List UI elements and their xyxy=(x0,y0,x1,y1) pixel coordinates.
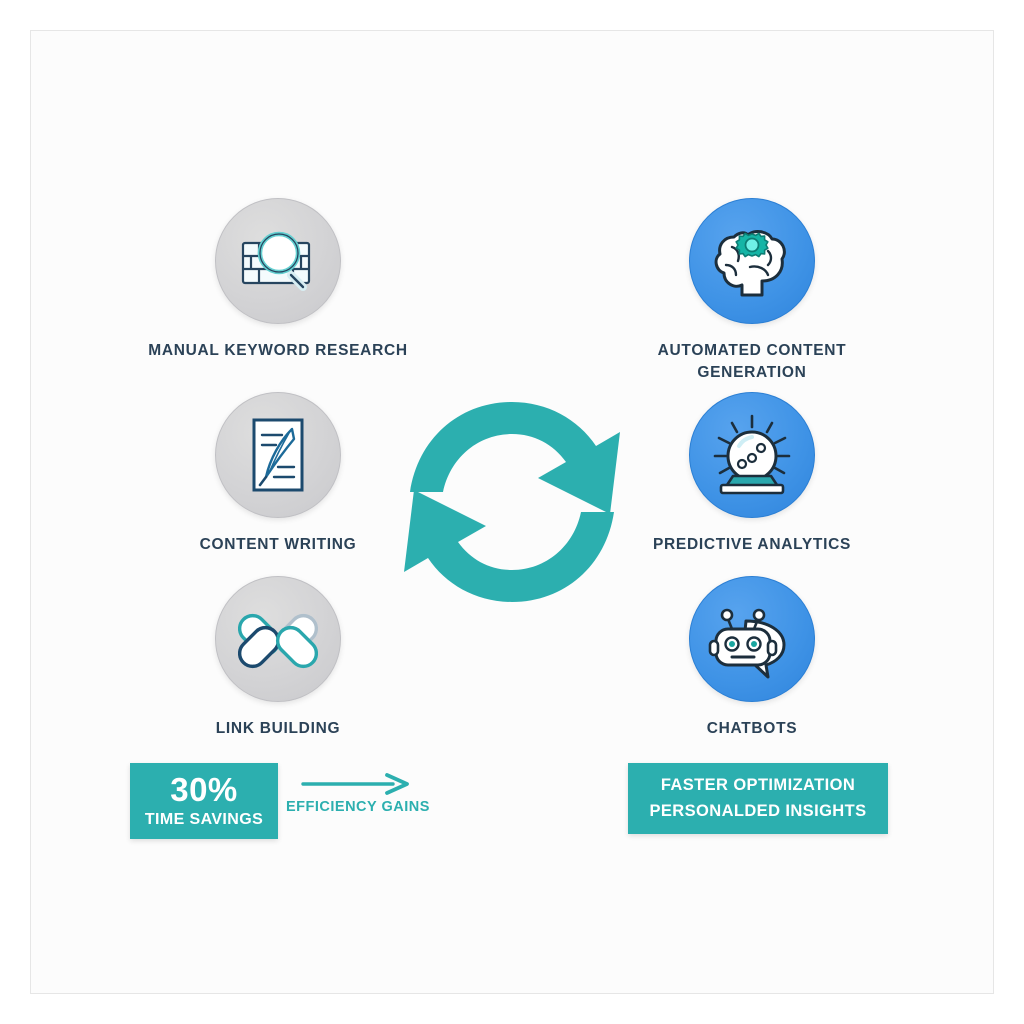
icon-bubble-gray xyxy=(215,576,341,702)
efficiency-gains-label: EFFICIENCY GAINS xyxy=(286,799,430,815)
chain-links-icon xyxy=(238,599,318,679)
cyclical-transformation-arrows-icon xyxy=(396,392,628,612)
item-label: AUTOMATED CONTENT GENERATION xyxy=(657,342,847,382)
efficiency-gains-group: EFFICIENCY GAINS xyxy=(286,773,430,815)
item-label: PREDICTIVE ANALYTICS xyxy=(652,536,852,553)
quill-document-icon xyxy=(244,415,312,495)
item-label: CHATBOTS xyxy=(706,720,798,737)
robot-chat-bubble-icon xyxy=(708,599,796,679)
item-automated-content-generation[interactable]: AUTOMATED CONTENT GENERATION xyxy=(622,198,882,385)
stat-label: TIME SAVINGS xyxy=(144,811,264,828)
benefits-banner[interactable]: FASTER OPTIMIZATION PERSONALDED INSIGHTS xyxy=(628,763,888,834)
item-predictive-analytics[interactable]: PREDICTIVE ANALYTICS xyxy=(622,392,882,556)
item-label: MANUAL KEYWORD RESEARCH xyxy=(148,342,408,359)
item-label: CONTENT WRITING xyxy=(199,536,357,553)
item-chatbots[interactable]: CHATBOTS xyxy=(622,576,882,740)
right-arrow-icon xyxy=(286,773,426,799)
icon-bubble-blue xyxy=(689,576,815,702)
icon-bubble-blue xyxy=(689,198,815,324)
magnifier-brickwall-icon xyxy=(237,225,319,297)
item-link-building[interactable]: LINK BUILDING xyxy=(148,576,408,740)
time-savings-banner[interactable]: 30% TIME SAVINGS xyxy=(130,763,278,839)
crystal-ball-icon xyxy=(709,414,795,496)
item-content-writing[interactable]: CONTENT WRITING xyxy=(148,392,408,556)
icon-bubble-gray xyxy=(215,392,341,518)
icon-bubble-gray xyxy=(215,198,341,324)
brain-gear-icon xyxy=(710,221,794,301)
benefit-line-1: FASTER OPTIMIZATION xyxy=(660,775,856,794)
icon-bubble-blue xyxy=(689,392,815,518)
item-label: LINK BUILDING xyxy=(215,720,341,737)
benefit-line-2: PERSONALDED INSIGHTS xyxy=(649,801,867,820)
item-manual-keyword-research[interactable]: MANUAL KEYWORD RESEARCH xyxy=(148,198,408,362)
stat-value: 30% xyxy=(170,771,238,808)
